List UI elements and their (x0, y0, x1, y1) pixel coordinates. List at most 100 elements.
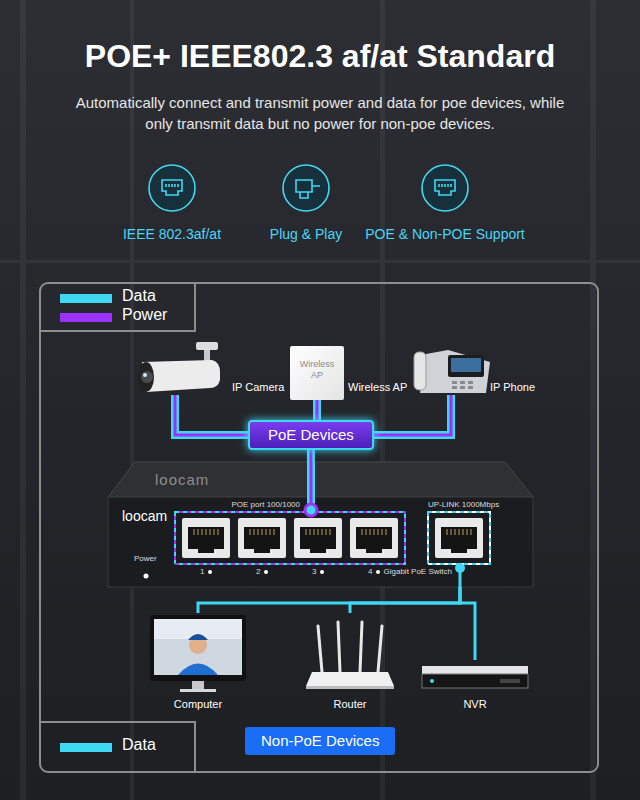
router-illustration-part (306, 672, 394, 686)
poe-devices-box: PoE Devices (248, 420, 374, 450)
data-line (313, 400, 321, 420)
warehouse-backdrop-part (590, 0, 596, 800)
router-illustration-part (318, 622, 382, 672)
legend-text: Data (122, 286, 156, 306)
ip-camera-illustration-part (141, 371, 153, 383)
nvr-illustration-part (500, 679, 520, 683)
poe-connector (175, 395, 248, 435)
computer-illustration-part (180, 689, 216, 692)
node-text: Gigabit PoE Switch (384, 567, 452, 577)
poe-switch-illustration-part (175, 512, 405, 564)
node-text: NVR (420, 697, 530, 711)
nvr-node: NVR (420, 660, 530, 713)
data-connector (198, 587, 460, 613)
computer-illustration-part (150, 615, 246, 681)
data-connector (350, 587, 460, 613)
power-line (175, 395, 248, 435)
ip-phone-illustration-part-part (460, 381, 465, 384)
poe-switch-illustration (108, 462, 533, 587)
poe-switch-illustration-part-part (294, 518, 342, 558)
diagram-frame-part (40, 722, 195, 772)
feature-icons-part (439, 184, 451, 187)
computer-node: Computer (148, 613, 248, 713)
ip-camera-illustration-part (196, 342, 218, 350)
poe-switch-illustration-part (182, 518, 483, 558)
non-poe-devices-box: Non-PoE Devices (245, 727, 395, 755)
poe-switch-illustration-part-part (182, 518, 230, 558)
diagram-frame-part (40, 283, 598, 772)
router-illustration-part-part (338, 622, 340, 672)
power-line (309, 450, 312, 462)
poe-switch-illustration-part-part (350, 518, 398, 558)
title: POE+ IEEE802.3 af/at Standard (0, 38, 640, 75)
ip-camera-illustration-part (138, 362, 154, 392)
router-node: Router (300, 613, 400, 713)
poe-switch-illustration-part-part (356, 527, 392, 553)
warehouse-backdrop-part (130, 0, 134, 800)
diagram-frame-part (40, 283, 195, 331)
legend-swatch (60, 294, 112, 303)
poe-switch-illustration-part-part (362, 529, 386, 535)
computer-illustration (150, 615, 246, 692)
poe-switch-illustration-part-part (435, 518, 483, 558)
poe-switch-illustration-part-part (306, 529, 330, 535)
node-text: Non-PoE Devices (245, 727, 395, 755)
feature-icons-part (422, 165, 468, 211)
feature-icons-part (162, 180, 182, 195)
poe-switch-illustration-part-part (441, 527, 477, 553)
feature-label: IEEE 802.3af/at (72, 226, 272, 242)
ip-phone-illustration (414, 350, 490, 393)
warehouse-backdrop-part (0, 260, 640, 263)
poe-switch-illustration-part-part (188, 527, 224, 553)
ip-phone-illustration-part-part (452, 386, 457, 389)
router-illustration-part (306, 686, 394, 689)
ip-phone-illustration-part (420, 350, 490, 393)
router-illustration-part-part (378, 626, 382, 672)
ip-phone-illustration-part (448, 355, 484, 377)
poe-switch-illustration-part-part (264, 570, 268, 574)
node-text: POE port 100/1000 (232, 500, 301, 510)
poe-switch-illustration-part-part (238, 518, 286, 558)
ip-phone-illustration-part-part (468, 381, 473, 384)
node-text: 2 (256, 567, 260, 577)
poe-switch-illustration-part (307, 462, 315, 504)
poe-switch-illustration-part (194, 529, 471, 535)
poe-switch-illustration-part (428, 512, 490, 564)
node-text: Power (134, 554, 157, 564)
node-text: loocam (122, 508, 167, 525)
ip-camera-illustration-part (143, 373, 147, 377)
legend-swatch (60, 313, 112, 322)
power-line (316, 400, 319, 420)
poe-switch-illustration-part (305, 504, 317, 516)
data-line (350, 587, 460, 613)
poe-connector (310, 450, 311, 462)
data-line (198, 587, 460, 613)
poe-switch-illustration-part-part (144, 574, 149, 579)
access-point-node: Wireless APWireless AP (290, 346, 344, 400)
feature-icons-part (435, 180, 455, 195)
power-line (374, 395, 451, 435)
data-line (374, 395, 451, 435)
node-text: UP-LINK 1000Mbps (428, 500, 499, 510)
computer-illustration-part (178, 664, 218, 676)
poe-connector (317, 400, 318, 420)
feature-icons-part (283, 165, 329, 211)
nvr-illustration (422, 666, 528, 688)
poe-switch-illustration-part (188, 527, 477, 553)
poe-connector (374, 395, 451, 435)
computer-illustration-part (154, 619, 242, 639)
node-text: 1 (200, 567, 204, 577)
ip-phone-illustration-part-part (460, 386, 465, 389)
node-text: PoE Devices (250, 422, 372, 448)
ip-phone-illustration-part-part (452, 381, 457, 384)
phone-node: IP Phone (414, 345, 488, 395)
computer-illustration-part (188, 634, 208, 640)
poe-switch-illustration-part (108, 497, 533, 587)
feature-icons-part (296, 180, 320, 198)
router-illustration (306, 622, 394, 689)
poe-switch-illustration-part-part (194, 529, 218, 535)
poe-switch-illustration-part-part (320, 570, 324, 574)
